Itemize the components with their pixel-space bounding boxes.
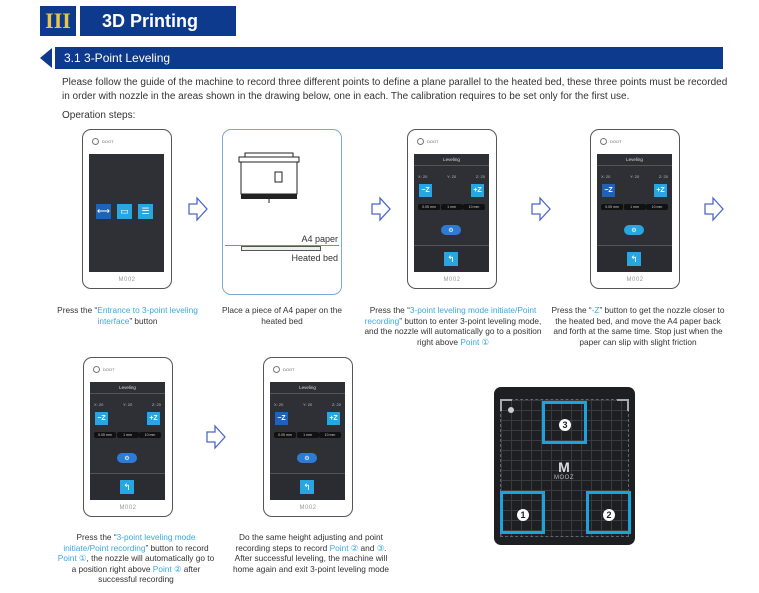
bed-logo-icon — [508, 407, 514, 413]
arrow-right-icon — [704, 196, 724, 222]
minus-z-button[interactable]: −Z — [419, 184, 432, 197]
step-1-caption: Press the “Entrance to 3-point leveling … — [57, 305, 198, 326]
bed-label: Heated bed — [291, 253, 338, 263]
step-3-caption: Press the “3-point leveling mode initiat… — [364, 305, 542, 347]
section-title: 3.1 3-Point Leveling — [55, 47, 723, 69]
step-4-caption: Press the “-Z” button to get the nozzle … — [551, 305, 725, 347]
leveling-entrance-icon[interactable]: ⟷ — [96, 204, 111, 219]
operation-steps-label: Operation steps: — [62, 110, 136, 121]
arrow-right-icon — [371, 196, 391, 222]
point-record-button[interactable]: ⚙ — [441, 225, 461, 235]
section-marker-icon — [40, 48, 52, 68]
device-display: ⟷ ▭ ☰ — [89, 154, 164, 272]
back-icon[interactable]: ↰ — [627, 252, 641, 266]
chapter-number: III — [40, 6, 76, 36]
leveling-title: Leveling — [414, 154, 489, 166]
point-2-badge: 2 — [603, 509, 615, 521]
point-1-area — [500, 491, 545, 534]
print-icon[interactable]: ▭ — [117, 204, 132, 219]
intro-paragraph: Please follow the guide of the machine t… — [62, 77, 728, 102]
logo-icon — [417, 138, 424, 145]
point-2-area — [586, 491, 631, 534]
minus-z-button[interactable]: −Z — [275, 412, 288, 425]
point-3-area — [542, 401, 587, 444]
plus-z-button[interactable]: +Z — [654, 184, 667, 197]
paper-label: A4 paper — [301, 234, 338, 244]
device-brand: M002 — [118, 277, 136, 283]
point-record-button[interactable]: ⚙ — [297, 453, 317, 463]
point-3-badge: 3 — [559, 419, 571, 431]
minus-z-button[interactable]: −Z — [95, 412, 108, 425]
minus-z-button[interactable]: −Z — [602, 184, 615, 197]
a4-paper-illustration: A4 paper Heated bed — [222, 129, 342, 295]
logo-icon — [273, 366, 280, 373]
arrow-right-icon — [188, 196, 208, 222]
point-1-badge: 1 — [517, 509, 529, 521]
logo-icon — [93, 366, 100, 373]
device-logo: DOOT — [92, 138, 114, 145]
plus-z-button[interactable]: +Z — [327, 412, 340, 425]
arrow-right-icon — [206, 424, 226, 450]
point-record-button[interactable]: ⚙ — [117, 453, 137, 463]
device-screen-home: DOOT ⟷ ▭ ☰ M002 — [82, 129, 172, 289]
step-5-caption: Press the “3-point leveling mode initiat… — [57, 532, 215, 585]
step-2-caption: Place a piece of A4 paper on the heated … — [222, 305, 342, 326]
plus-z-button[interactable]: +Z — [471, 184, 484, 197]
paper-line — [225, 245, 339, 246]
arrow-right-icon — [531, 196, 551, 222]
point-record-button[interactable]: ⚙ — [624, 225, 644, 235]
plus-z-button[interactable]: +Z — [147, 412, 160, 425]
mooz-logo-icon: M — [558, 459, 570, 475]
bed-corner — [500, 399, 512, 411]
heated-bed-diagram: 3 1 2 M MOOZ — [494, 387, 635, 545]
logo-icon — [600, 138, 607, 145]
heated-bed-shape — [241, 246, 321, 251]
back-icon[interactable]: ↰ — [300, 480, 314, 494]
bed-brand: MOOZ — [554, 475, 574, 481]
logo-icon — [92, 138, 99, 145]
back-icon[interactable]: ↰ — [120, 480, 134, 494]
chapter-title: 3D Printing — [80, 6, 236, 36]
back-icon[interactable]: ↰ — [444, 252, 458, 266]
menu-icon[interactable]: ☰ — [138, 204, 153, 219]
step-6-caption: Do the same height adjusting and point r… — [233, 532, 389, 574]
printer-icon — [238, 152, 300, 203]
bed-corner — [617, 399, 629, 411]
